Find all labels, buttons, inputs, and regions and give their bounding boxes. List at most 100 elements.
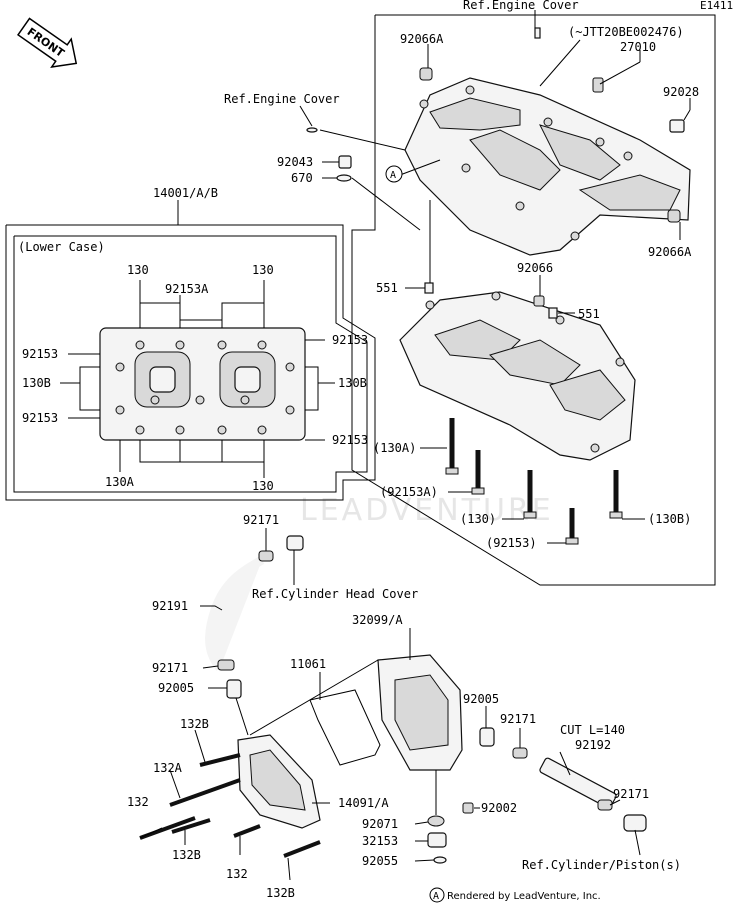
label-14091: 14091/A bbox=[338, 796, 389, 810]
label-callout-a-bottom: A bbox=[433, 891, 439, 902]
label-92153-bl: 92153 bbox=[22, 411, 58, 425]
label-32153: 32153 bbox=[362, 834, 398, 848]
clamp-92171-far bbox=[597, 799, 613, 811]
label-ref-engine-cover-top: Ref.Engine Cover bbox=[463, 0, 579, 12]
label-92066A-top: 92066A bbox=[400, 32, 444, 46]
clamp-92171-top bbox=[258, 550, 274, 562]
label-130B-right: 130B bbox=[338, 376, 367, 390]
label-92171-far: 92171 bbox=[613, 787, 649, 801]
label-551-left: 551 bbox=[376, 281, 398, 295]
label-132-left: 132 bbox=[127, 795, 149, 809]
label-32099: 32099/A bbox=[352, 613, 403, 627]
label-92191: 92191 bbox=[152, 599, 188, 613]
plug-ref-left bbox=[306, 127, 318, 133]
label-670: 670 bbox=[291, 171, 313, 185]
watermark: LEADVENTURE bbox=[300, 493, 554, 528]
label-130-tl: 130 bbox=[127, 263, 149, 277]
label-92153A-paren: (92153A) bbox=[380, 485, 438, 499]
label-ref-cylinder-piston: Ref.Cylinder/Piston(s) bbox=[522, 858, 681, 872]
label-130B-left: 130B bbox=[22, 376, 51, 390]
clamp-92171-mid bbox=[217, 659, 235, 671]
cover-14091 bbox=[237, 734, 321, 829]
label-130A-paren: (130A) bbox=[373, 441, 416, 455]
dowel-551-left bbox=[424, 282, 434, 294]
label-ref-engine-cover-left: Ref.Engine Cover bbox=[224, 92, 340, 106]
label-92171-top: 92171 bbox=[243, 513, 279, 527]
bolt-132-bottom bbox=[233, 824, 261, 838]
label-92153-ml: 92153 bbox=[22, 347, 58, 361]
bolt-92002 bbox=[462, 802, 474, 814]
lower-crankcase bbox=[399, 291, 636, 461]
label-92153A-top: 92153A bbox=[165, 282, 209, 296]
lower-case-bottom-view bbox=[99, 327, 306, 441]
oil-pan-32099 bbox=[377, 654, 463, 771]
label-92171-right: 92171 bbox=[500, 712, 536, 726]
label-132A: 132A bbox=[153, 761, 183, 775]
bolt-132B-bottom bbox=[171, 818, 211, 834]
label-ref-cylinder-head-cover: Ref.Cylinder Head Cover bbox=[252, 587, 418, 601]
label-92153-br: 92153 bbox=[332, 433, 368, 447]
label-92055: 92055 bbox=[362, 854, 398, 868]
label-92192: 92192 bbox=[575, 738, 611, 752]
label-132B-top: 132B bbox=[180, 717, 209, 731]
label-92153-paren: (92153) bbox=[486, 536, 537, 550]
dowel-551-right bbox=[548, 307, 558, 319]
plate-32153 bbox=[427, 832, 447, 848]
oring-670 bbox=[336, 174, 352, 182]
plug-92028 bbox=[669, 119, 685, 133]
label-92066: 92066 bbox=[517, 261, 553, 275]
label-14001: 14001/A/B bbox=[153, 186, 218, 200]
clamp-92171-right bbox=[512, 747, 528, 759]
bolt-92066A-top bbox=[419, 67, 433, 81]
bolt-92066 bbox=[533, 295, 545, 307]
bolt-130B bbox=[609, 470, 623, 519]
fitting-92005-left bbox=[226, 679, 242, 699]
fitting-92005-right bbox=[479, 727, 495, 747]
callout-a-circle bbox=[385, 165, 403, 183]
label-130A: 130A bbox=[105, 475, 135, 489]
label-551-right: 551 bbox=[578, 307, 600, 321]
bolt-130A bbox=[445, 418, 459, 475]
label-130-bottom: 130 bbox=[252, 479, 274, 493]
bolt-132-left bbox=[139, 816, 196, 840]
pin-92043 bbox=[338, 155, 352, 169]
bolt-130 bbox=[523, 470, 537, 519]
label-11061: 11061 bbox=[290, 657, 326, 671]
label-92043: 92043 bbox=[277, 155, 313, 169]
lower-case-frame bbox=[5, 224, 376, 501]
label-92005-right: 92005 bbox=[463, 692, 499, 706]
fitting-ref-cyl-piston bbox=[623, 814, 647, 832]
leader-lines bbox=[60, 10, 691, 881]
bolt-92153A bbox=[471, 450, 485, 495]
hose-92192 bbox=[539, 757, 617, 809]
diagram-code: E1411 bbox=[700, 0, 733, 12]
bolt-132B-top bbox=[199, 753, 241, 767]
label-92071: 92071 bbox=[362, 817, 398, 831]
label-92171-mid: 92171 bbox=[152, 661, 188, 675]
label-92005-left: 92005 bbox=[158, 681, 194, 695]
washer-92071 bbox=[427, 815, 445, 827]
label-92002: 92002 bbox=[481, 801, 517, 815]
label-27010: 27010 bbox=[620, 40, 656, 54]
upper-crankcase bbox=[404, 77, 691, 256]
label-92153-tr: 92153 bbox=[332, 333, 368, 347]
label-lower-case: (Lower Case) bbox=[18, 240, 105, 254]
label-cut-note: CUT L=140 bbox=[560, 723, 625, 737]
upper-group-frame bbox=[351, 14, 716, 586]
label-132-bottom: 132 bbox=[226, 867, 248, 881]
pin-ref-top bbox=[534, 27, 541, 39]
label-callout-a: A bbox=[390, 170, 396, 181]
gasket-11061 bbox=[309, 689, 381, 766]
bolt-132A bbox=[169, 778, 241, 807]
rendered-by-credit: Rendered by LeadVenture, Inc. bbox=[447, 891, 601, 902]
callout-a-bottom-circle bbox=[429, 887, 445, 903]
front-arrow-icon: FRONT bbox=[17, 17, 78, 68]
label-130B-paren: (130B) bbox=[648, 512, 691, 526]
label-92066A-right: 92066A bbox=[648, 245, 692, 259]
label-132B-bottom: 132B bbox=[172, 848, 201, 862]
lower-case-inner-frame bbox=[13, 235, 368, 493]
label-jtt-note: (~JTT20BE002476) bbox=[568, 25, 684, 39]
label-130-paren: (130) bbox=[460, 512, 496, 526]
bolt-92153 bbox=[565, 508, 579, 545]
